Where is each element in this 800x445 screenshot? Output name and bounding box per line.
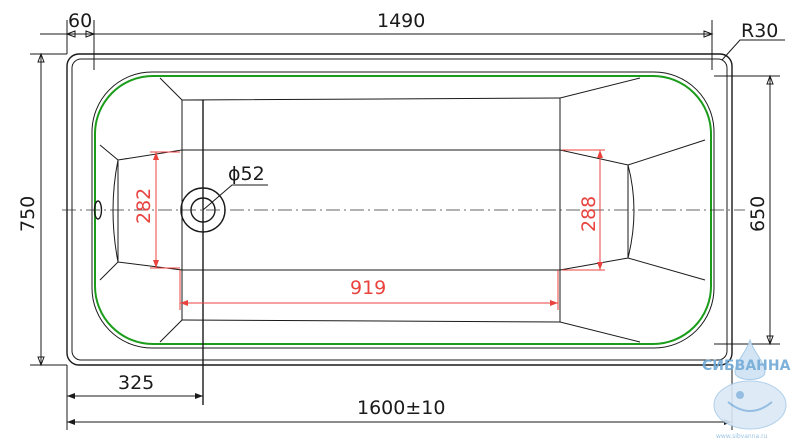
outer-rim bbox=[66, 53, 733, 366]
dim-foot-end-width: 288 bbox=[578, 196, 600, 232]
dim-inner-length: 1490 bbox=[377, 10, 425, 32]
dim-head-end-width: 282 bbox=[133, 188, 155, 224]
dim-corner-radius: R30 bbox=[741, 20, 778, 42]
dim-inner-width: 650 bbox=[747, 196, 769, 232]
dim-rim-width: 60 bbox=[68, 10, 92, 32]
brand-logo: СИБВАННА www.sibvanna.ru bbox=[702, 338, 791, 440]
outer-rim-inner-edge bbox=[71, 58, 728, 361]
logo-brand-name: СИБВАННА bbox=[702, 358, 791, 374]
bathtub-icon bbox=[713, 380, 787, 430]
logo-url: www.sibvanna.ru bbox=[716, 433, 768, 440]
dim-bottom-length: 919 bbox=[350, 277, 386, 299]
dim-drain-offset: 325 bbox=[118, 372, 154, 394]
bottom-area bbox=[181, 97, 561, 323]
dim-total-length: 1600±10 bbox=[357, 397, 445, 419]
water-drop-icon bbox=[734, 338, 766, 380]
dim-total-width: 750 bbox=[17, 196, 39, 232]
dim-drain-diameter: ϕ52 bbox=[228, 163, 265, 185]
